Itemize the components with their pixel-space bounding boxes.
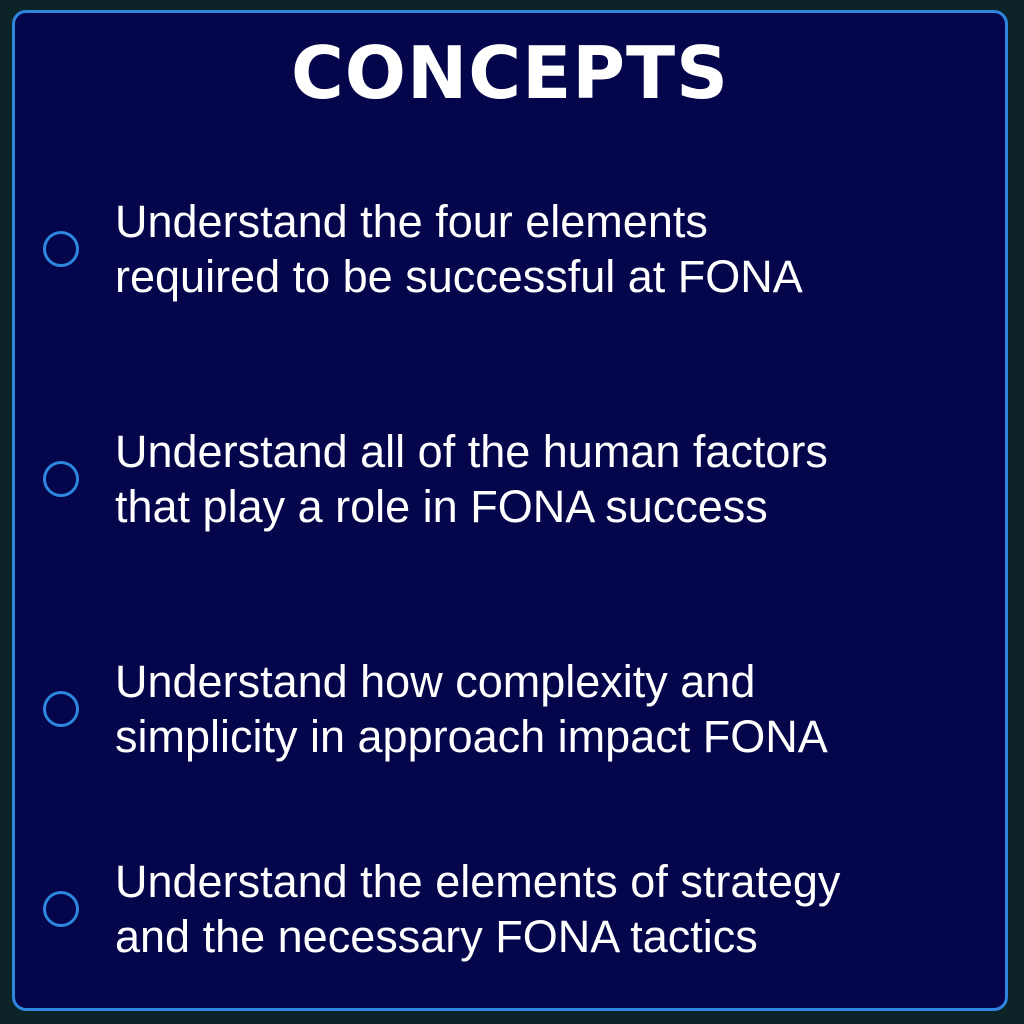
circle-bullet-icon: [43, 461, 79, 497]
list-item-line: Understand all of the human factors: [115, 426, 828, 477]
list-item: Understand the four elements required to…: [43, 189, 983, 309]
page-title: CONCEPTS: [290, 31, 730, 115]
list-item: Understand all of the human factors that…: [43, 419, 983, 539]
list-item-text: Understand the elements of strategy and …: [115, 854, 840, 964]
list-item-line: Understand the four elements: [115, 196, 708, 247]
circle-bullet-icon: [43, 691, 79, 727]
list-item: Understand the elements of strategy and …: [43, 849, 983, 969]
list-item-text: Understand the four elements required to…: [115, 194, 803, 304]
list-item: Understand how complexity and simplicity…: [43, 649, 983, 769]
circle-bullet-icon: [43, 231, 79, 267]
list-item-text: Understand how complexity and simplicity…: [115, 654, 828, 764]
list-item-line: Understand how complexity and: [115, 656, 756, 707]
concepts-card: CONCEPTS Understand the four elements re…: [12, 10, 1008, 1011]
list-item-line: Understand the elements of strategy: [115, 856, 841, 907]
list-item-line: and the necessary FONA tactics: [115, 911, 758, 962]
list-item-text: Understand all of the human factors that…: [115, 424, 828, 534]
circle-bullet-icon: [43, 891, 79, 927]
list-item-line: that play a role in FONA success: [115, 481, 768, 532]
list-item-line: required to be successful at FONA: [115, 251, 803, 302]
list-item-line: simplicity in approach impact FONA: [115, 711, 828, 762]
